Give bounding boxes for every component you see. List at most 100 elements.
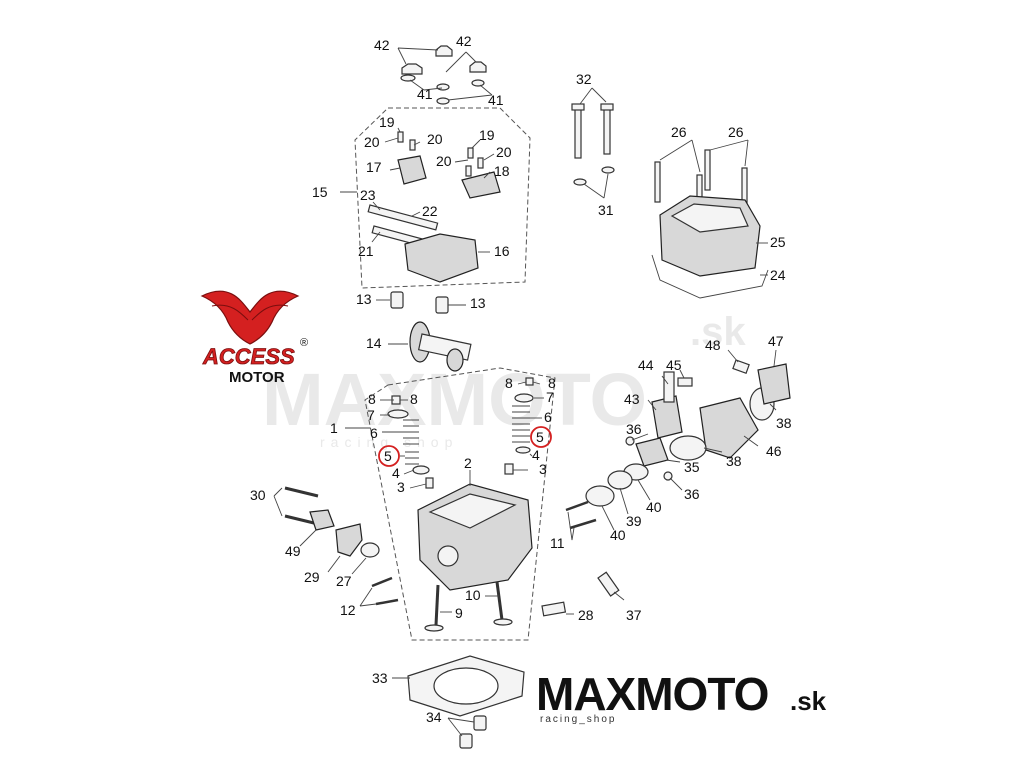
stud-12a: [371, 576, 393, 588]
callout-c32: 32: [576, 71, 592, 87]
leader-38a: [703, 447, 723, 453]
bolt-30a: [284, 486, 319, 498]
callout-c3a: 3: [397, 479, 405, 495]
valve-cover-top: [670, 203, 749, 233]
cap-nuts-and-washers: [400, 45, 487, 105]
valves: [424, 581, 513, 632]
leader-20b: [413, 141, 421, 146]
callout-c40b: 40: [610, 527, 626, 543]
leader-3a: [409, 483, 427, 489]
camshaft-14: [409, 321, 472, 372]
callout-c1: 1: [330, 420, 338, 436]
dowel-13-right: [435, 296, 449, 314]
leader-40b: [601, 505, 615, 531]
washer-lower: [436, 97, 450, 105]
leader-4b: [529, 453, 533, 457]
callout-c13b: 13: [470, 295, 486, 311]
callout-c42a: 42: [374, 37, 390, 53]
callout-c38a: 38: [726, 453, 742, 469]
callout-c26a: 26: [671, 124, 687, 140]
callout-c48: 48: [705, 337, 721, 353]
leader-21: [371, 231, 381, 243]
callout-c8b: 8: [410, 391, 418, 407]
cam-lobe: [446, 348, 464, 372]
callout-c12: 12: [340, 602, 356, 618]
callout-c6b: 6: [544, 409, 552, 425]
callout-c37: 37: [626, 607, 642, 623]
washer-31-right: [601, 166, 615, 174]
thermostat-housing-29: [335, 523, 363, 557]
callout-c4b: 4: [532, 447, 540, 463]
callout-c36a: 36: [626, 421, 642, 437]
callout-c6a: 6: [370, 425, 378, 441]
callout-c19a: 19: [379, 114, 395, 130]
fuel-rail-44: [663, 371, 675, 403]
cap-nut-center: [435, 45, 453, 57]
valve-cover-gasket: [651, 254, 769, 299]
callout-c3b: 3: [539, 461, 547, 477]
sensor-28: [541, 601, 567, 617]
spacer-39: [607, 470, 633, 490]
pin-19b: [467, 147, 474, 159]
leader-46: [743, 435, 759, 447]
callout-c26b: 26: [728, 124, 744, 140]
callout-c29: 29: [304, 569, 320, 585]
seat-4-right: [515, 446, 531, 454]
callout-c4a: 4: [392, 465, 400, 481]
retainer-7-right: [514, 393, 534, 403]
leader-45: [679, 369, 685, 379]
rocker-holder-16: [404, 233, 479, 283]
cap-nut-left: [401, 63, 423, 75]
leader-27: [351, 557, 367, 575]
leader-19b: [471, 139, 481, 149]
leader-26b: [709, 139, 749, 167]
leader-49: [299, 529, 317, 547]
leader-32: [579, 87, 607, 105]
cap-nut-right: [469, 61, 487, 73]
washer-center: [436, 83, 450, 91]
cylinder-head-port: [437, 545, 459, 567]
callout-c5a: 5: [384, 448, 392, 464]
head-gasket-bore: [433, 667, 499, 705]
callout-c41a: 41: [417, 86, 433, 102]
air-boot-47: [757, 363, 791, 405]
callout-c7b: 7: [546, 389, 554, 405]
leader-43: [647, 399, 657, 411]
leader-11: [567, 511, 575, 541]
callout-c18: 18: [494, 163, 510, 179]
callout-c20d: 20: [496, 144, 512, 160]
rocker-shaft-23: [367, 204, 439, 231]
leader-47: [773, 349, 777, 367]
leader-22: [411, 211, 421, 217]
valve-cover-assembly: [651, 149, 769, 299]
intake-assembly: [565, 359, 791, 530]
callout-c20a: 20: [364, 134, 380, 150]
connector-45: [677, 377, 693, 387]
dowel-34-right: [473, 715, 487, 731]
callout-c25: 25: [770, 234, 786, 250]
callout-c8d: 8: [548, 375, 556, 391]
leader-35: [665, 459, 681, 463]
callout-c40a: 40: [646, 499, 662, 515]
callout-c8a: 8: [368, 391, 376, 407]
callout-c13a: 13: [356, 291, 372, 307]
dowel-34-left: [459, 733, 473, 749]
access-logo-text: ACCESS: [202, 344, 295, 369]
callout-c2: 2: [464, 455, 472, 471]
callout-c36b: 36: [684, 486, 700, 502]
sensor-48: [732, 359, 750, 375]
callout-c38b: 38: [776, 415, 792, 431]
callout-c21: 21: [358, 243, 374, 259]
spring-5-left: [405, 451, 419, 465]
leader-26a: [659, 139, 701, 173]
washer-left: [400, 74, 416, 82]
leader-31: [583, 173, 609, 199]
leader-39: [619, 487, 629, 515]
spark-plug-37: [597, 571, 620, 597]
highlight-5-right: [530, 426, 552, 448]
leader-30: [273, 487, 283, 517]
maxmoto-logo: MAXMOTO .sk racing_shop: [536, 668, 827, 725]
leader-20c: [454, 159, 469, 163]
leader-40a: [637, 479, 651, 501]
